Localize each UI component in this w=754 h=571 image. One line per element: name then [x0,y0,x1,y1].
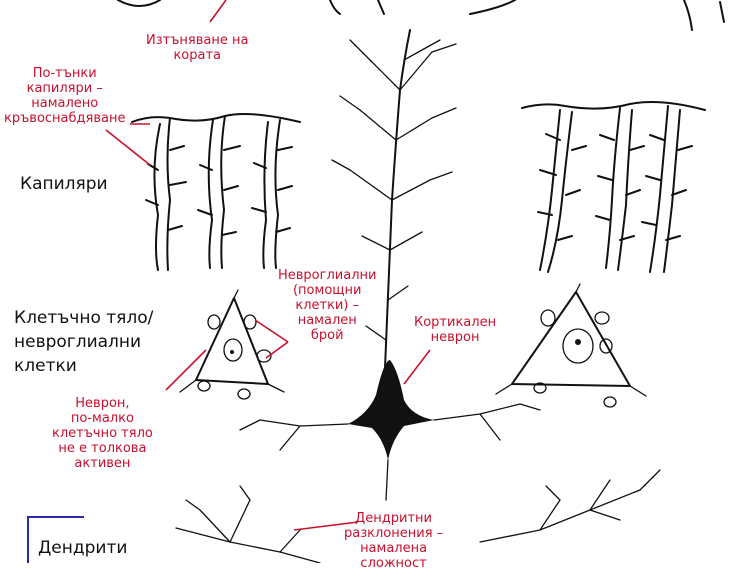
label-capillaries: Капиляри [20,174,108,194]
capillaries-right [521,101,706,273]
annotation-leaders [105,0,431,531]
cortical-neuron [239,29,541,501]
cell-body-right [495,283,647,408]
dendrites-bracket [27,516,84,563]
capillaries-left [131,113,301,271]
cortex-top-fragments [117,0,725,31]
cell-body-left [179,289,285,400]
dendrites-bottom [175,469,661,563]
label-dendrites: Дендрити [38,538,128,558]
